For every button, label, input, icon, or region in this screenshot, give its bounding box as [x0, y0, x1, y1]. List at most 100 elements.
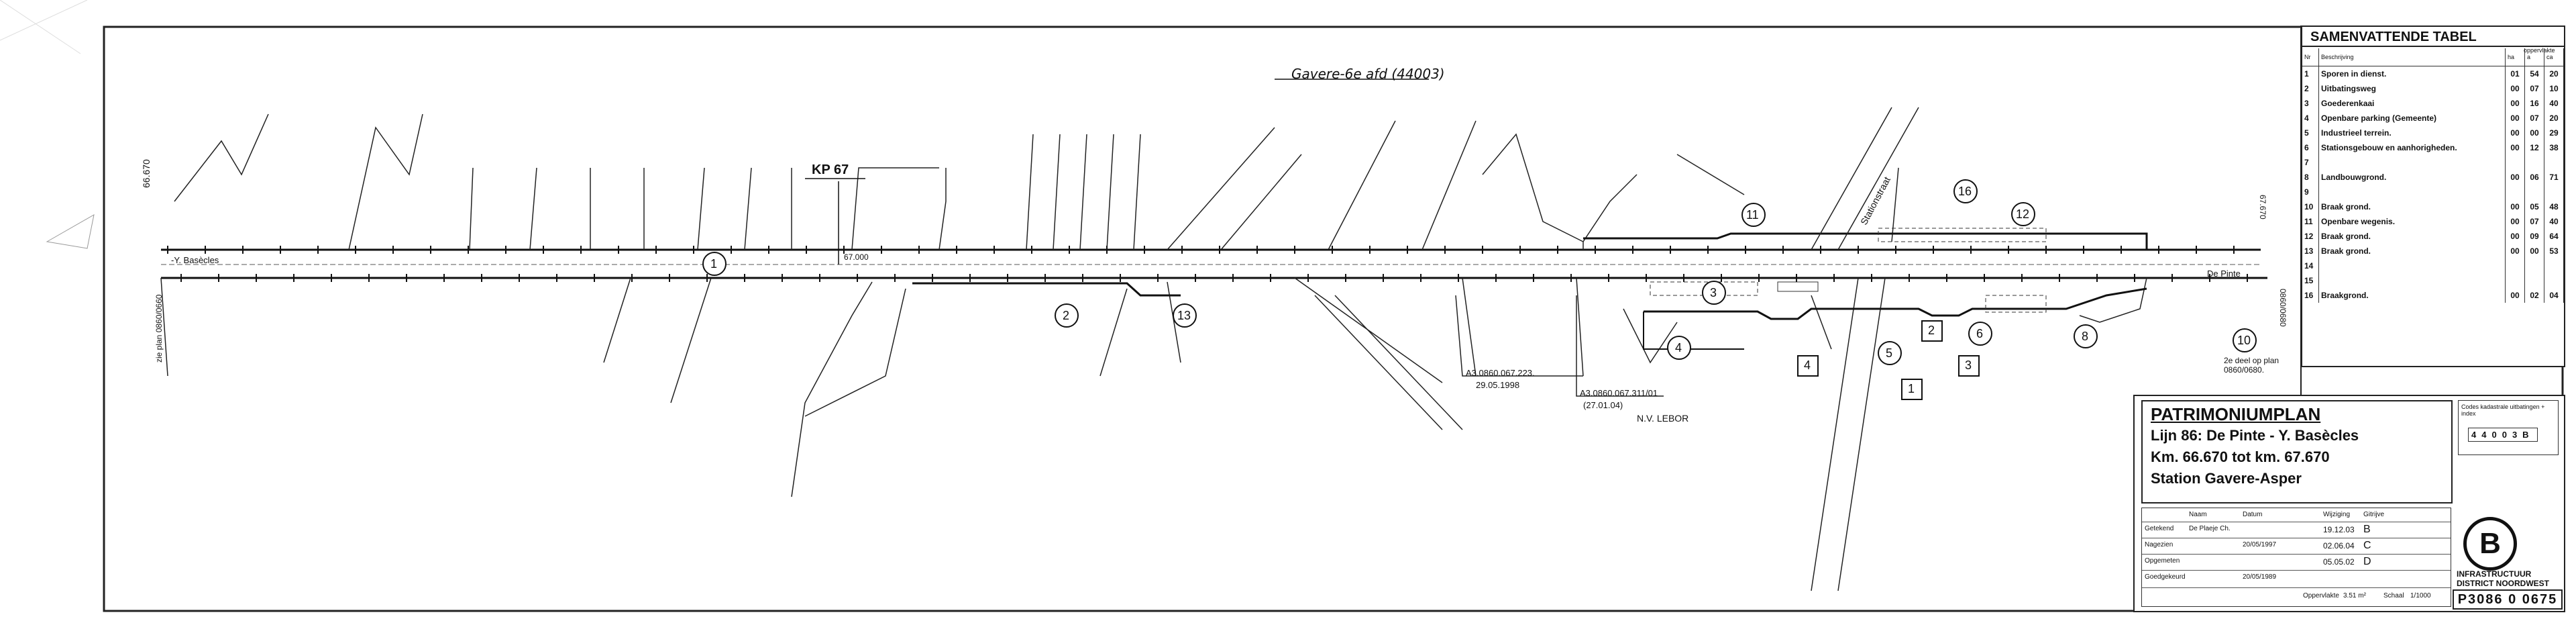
- box-num-4: 4: [1804, 358, 1811, 372]
- col-ha: ha: [2505, 48, 2525, 66]
- title-heading: PATRIMONIUMPLAN: [2151, 404, 2321, 424]
- boundary-cross: [1116, 274, 1124, 282]
- boundary-cross: [1666, 246, 1674, 254]
- ref-leader-2: [1576, 295, 1664, 397]
- summary-cell-a: 16: [2524, 96, 2544, 111]
- boundary-cross: [891, 274, 899, 282]
- boundary-cross: [1041, 274, 1049, 282]
- boundary-cross: [966, 274, 974, 282]
- summary-cell-desc: Stationsgebouw en aanhorigheden.: [2318, 140, 2506, 155]
- boundary-parking: [1643, 312, 1744, 350]
- col-ca: ca: [2544, 48, 2564, 66]
- sig-role: Goedgekeurd: [2145, 573, 2186, 581]
- boundary-cross: [1929, 246, 1937, 254]
- zone-circle-2: [1055, 303, 1079, 328]
- scale-label: Schaal: [2383, 592, 2404, 600]
- boundary-cross: [1229, 274, 1237, 282]
- col-area: oppervlakte: [2524, 47, 2555, 54]
- change-date-2: 05.05.02: [2323, 557, 2355, 567]
- zone-circle-8: [2074, 324, 2098, 348]
- section-label: Gavere-6e afd (44003): [1291, 66, 1445, 82]
- boundary-cross: [1967, 246, 1975, 254]
- summary-cell-ca: 48: [2544, 199, 2564, 214]
- summary-cell-a: 06: [2524, 170, 2544, 185]
- boundary-cross: [2206, 274, 2214, 282]
- summary-cell-a: [2524, 185, 2544, 199]
- line-right-label: De Pinte: [2207, 269, 2241, 279]
- summary-cell-ha: 00: [2505, 111, 2525, 126]
- summary-cell-ha: 00: [2505, 140, 2525, 155]
- boundary-cross: [1554, 246, 1562, 254]
- boundary-cross: [352, 246, 360, 254]
- summary-cell-ha: [2505, 258, 2525, 273]
- box-2: [1921, 320, 1943, 342]
- boundary-cross: [2155, 246, 2163, 254]
- ref2: A3.0860.067.311/01: [1580, 388, 1658, 398]
- boundary-cross: [464, 246, 472, 254]
- summary-cell-a: [2524, 258, 2544, 273]
- summary-cell-a: [2524, 273, 2544, 288]
- col-nr: Nr: [2302, 48, 2319, 66]
- boxed-numbers: [1797, 320, 1980, 400]
- zone-num-10: 10: [2237, 334, 2251, 347]
- summary-cell-a: 12: [2524, 140, 2544, 155]
- summary-cell-ca: [2544, 185, 2564, 199]
- col-a: a: [2524, 48, 2544, 66]
- right-note: 2e deel op plan 0860/0680.: [2224, 356, 2279, 375]
- line-left-label: -Y. Basècles: [171, 255, 219, 265]
- summary-cell-a: 02: [2524, 288, 2544, 303]
- zone-num-4: 4: [1675, 341, 1682, 354]
- boundary-cross: [1028, 246, 1036, 254]
- zone-circle-12: [2011, 202, 2035, 226]
- change-letter-1: C: [2363, 540, 2371, 551]
- summary-cell-ca: [2544, 273, 2564, 288]
- boundary-cross: [590, 274, 598, 282]
- boundary-cross: [2230, 246, 2238, 254]
- boundary-cross: [427, 246, 435, 254]
- boundary-cross: [877, 246, 885, 254]
- summary-cell-nr: 1: [2302, 66, 2319, 81]
- summary-cell-ha: 00: [2505, 81, 2525, 96]
- boundary-cross: [2243, 274, 2251, 282]
- boundary-cross: [853, 274, 861, 282]
- summary-cell-ha: 00: [2505, 199, 2525, 214]
- summary-cell-desc: Openbare parking (Gemeente): [2318, 111, 2506, 126]
- boundary-cross: [1216, 246, 1224, 254]
- summary-cell-ca: [2544, 155, 2564, 170]
- summary-cell-nr: 5: [2302, 126, 2319, 140]
- summary-cell-ca: 40: [2544, 96, 2564, 111]
- lower-parcel-lines: [160, 277, 2147, 497]
- code-5: B: [2522, 430, 2534, 440]
- boundary-cross: [2093, 274, 2101, 282]
- sig-h-change: Wijziging: [2323, 511, 2351, 518]
- boundary-cross: [314, 246, 322, 254]
- boundary-cross: [215, 274, 223, 282]
- boundary-cross: [840, 246, 848, 254]
- boundary-cross: [539, 246, 547, 254]
- box-num-3: 3: [1965, 358, 1972, 372]
- summary-cell-desc: Sporen in dienst.: [2318, 66, 2506, 81]
- boundary-cross: [2055, 274, 2063, 282]
- summary-cell-ca: 04: [2544, 288, 2564, 303]
- boundary-cross: [1379, 274, 1387, 282]
- boundary-lower-right: [1644, 287, 2147, 320]
- sig-row-2: Opgemeten 05.05.02 D: [2142, 554, 2451, 571]
- boundary-cross: [1704, 246, 1712, 254]
- title-line2: Km. 66.670 tot km. 67.670: [2151, 448, 2330, 465]
- summary-row: 14: [2302, 258, 2564, 273]
- summary-cell-a: 05: [2524, 199, 2544, 214]
- summary-cell-nr: 12: [2302, 229, 2319, 244]
- code-4: 3: [2512, 430, 2523, 440]
- left-km: 66.670: [141, 159, 152, 188]
- title-line1: Lijn 86: De Pinte - Y. Basècles: [2151, 427, 2359, 444]
- summary-cell-desc: Industrieel terrein.: [2318, 126, 2506, 140]
- org-line2: DISTRICT NOORDWEST: [2457, 579, 2549, 588]
- boundary-cross: [1741, 246, 1750, 254]
- summary-title: SAMENVATTENDE TABEL: [2302, 27, 2564, 47]
- boundary-cross: [1191, 274, 1199, 282]
- sig-h-gitr: Gitrijve: [2363, 511, 2385, 518]
